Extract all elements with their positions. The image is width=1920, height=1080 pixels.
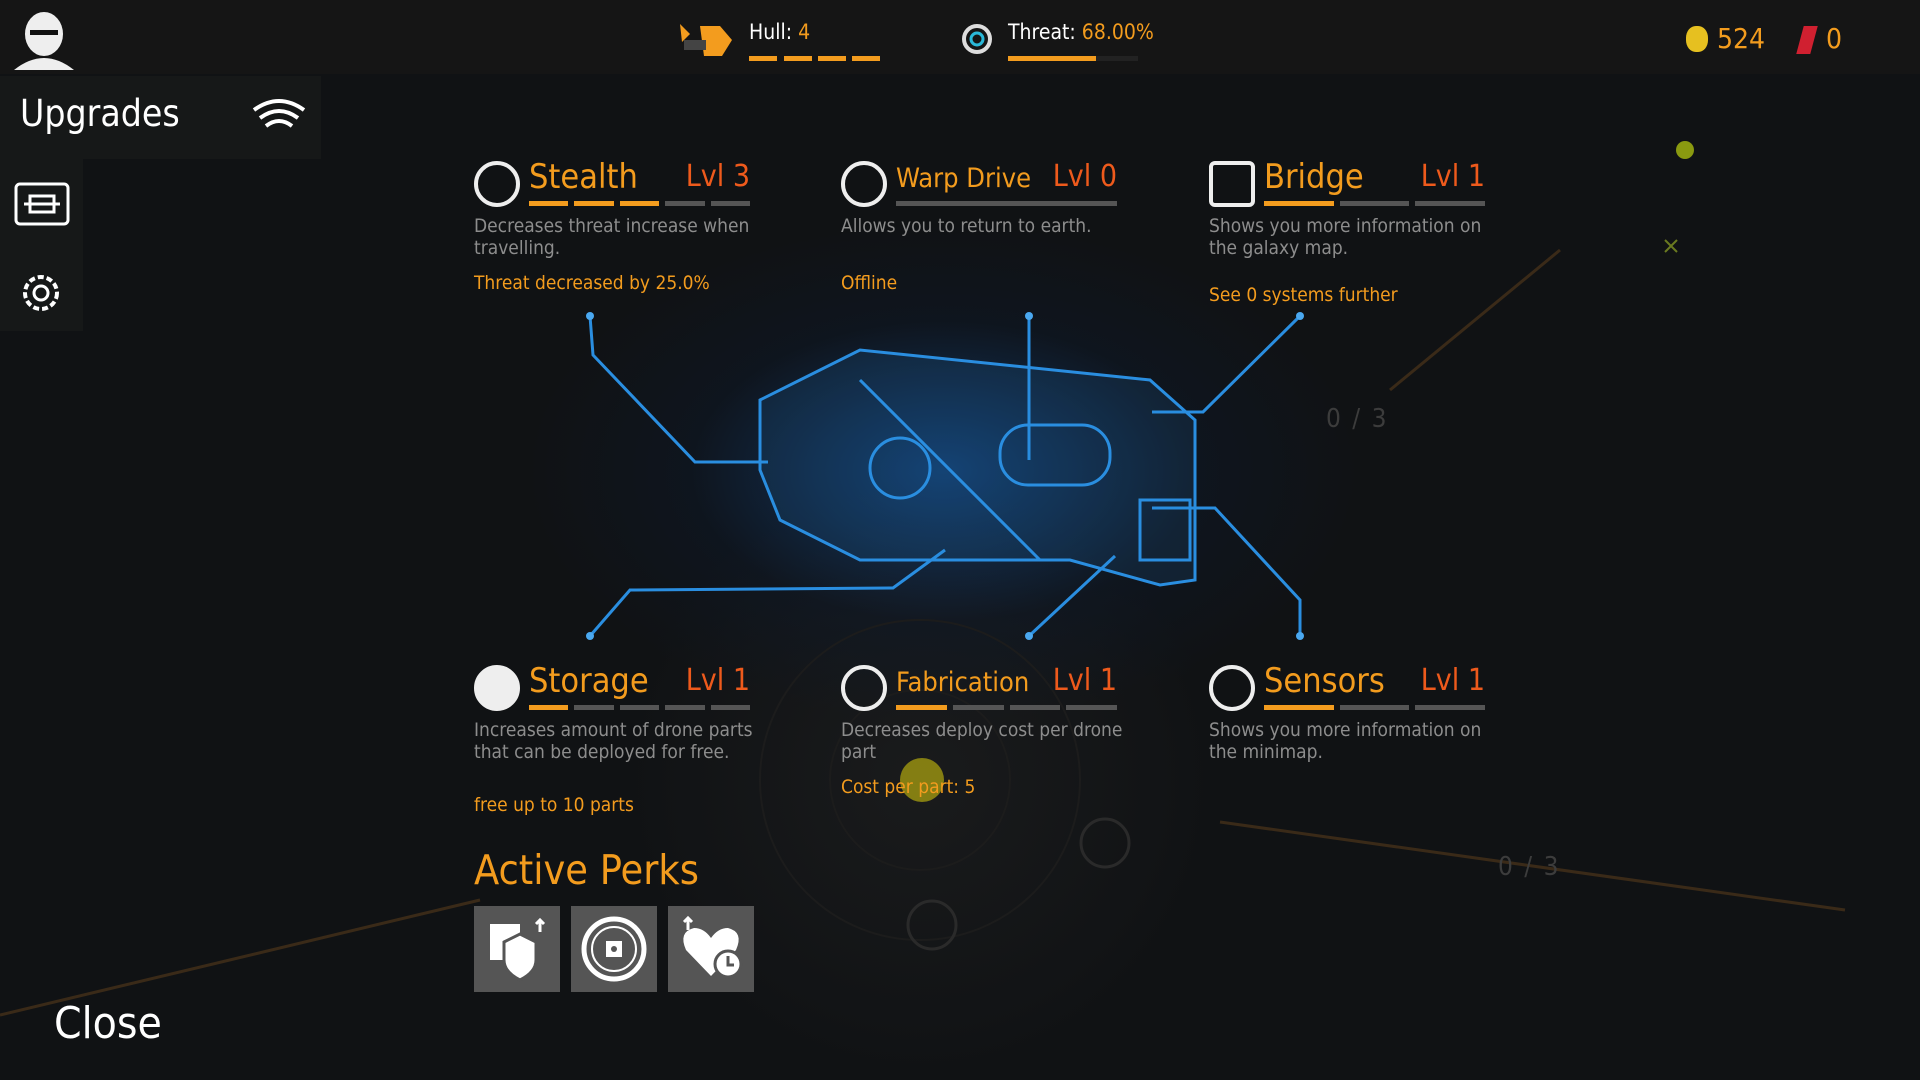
- level-pip: [896, 201, 1117, 206]
- gold-icon: [1686, 26, 1708, 52]
- upgrade-effect: Threat decreased by 25.0%: [474, 272, 710, 294]
- upgrade-description: Decreases deploy cost per drone part: [841, 719, 1123, 763]
- warp-drive-icon: [841, 161, 887, 207]
- heart-timer-icon: [682, 915, 743, 979]
- level-pip: [619, 705, 660, 710]
- map-route: [1389, 248, 1561, 392]
- level-pip: [665, 705, 705, 710]
- upgrade-name: Stealth: [529, 157, 638, 197]
- upgrade-level: Lvl 0: [1052, 159, 1117, 194]
- top-bar: [0, 0, 1920, 74]
- upgrade-description: Allows you to return to earth.: [841, 215, 1092, 237]
- upgrade-card-bridge[interactable]: Bridge Lvl 1 Shows you more information on…: [1209, 157, 1509, 329]
- perk-core[interactable]: [571, 906, 657, 992]
- upgrade-description: Shows you more information on the minima…: [1209, 719, 1482, 763]
- level-pip: [710, 201, 750, 206]
- upgrade-effect: See 0 systems further: [1209, 284, 1398, 306]
- close-button[interactable]: Close: [54, 998, 162, 1049]
- level-pip: [529, 705, 569, 710]
- active-perks-title: Active Perks: [474, 846, 699, 894]
- upgrade-level: Lvl 1: [1052, 663, 1117, 698]
- upgrades-header: [0, 76, 321, 159]
- level-pip: [710, 705, 750, 710]
- upgrade-name: Fabrication: [896, 667, 1030, 698]
- hull-label: Hull: 4: [749, 20, 811, 44]
- gear-icon[interactable]: [14, 266, 68, 320]
- map-star: [1676, 141, 1694, 159]
- upgrade-card-stealth[interactable]: Stealth Lvl 3 Decreases threat increase wh…: [474, 157, 774, 329]
- upgrade-effect: Cost per part: 5: [841, 776, 976, 798]
- level-pip: [1066, 705, 1117, 710]
- system-counter: 0 / 3: [1498, 852, 1561, 882]
- level-pip: [952, 705, 1004, 710]
- sensors-icon: [1209, 665, 1255, 711]
- upgrade-level: Lvl 1: [685, 663, 750, 698]
- upgrades-tab-icon[interactable]: [250, 96, 308, 136]
- perk-heart-timer[interactable]: [668, 906, 754, 992]
- map-route: [0, 898, 481, 1017]
- upgrade-card-fabrication[interactable]: Fabrication Lvl 1 Decreases deploy cost pe…: [841, 663, 1141, 833]
- level-pip: [1264, 201, 1334, 206]
- upgrade-effect: Offline: [841, 272, 898, 294]
- level-pip: [574, 201, 614, 206]
- map-route: [1219, 820, 1846, 912]
- system-counter: 0 / 3: [1326, 404, 1389, 434]
- threat-bar-fill: [1008, 56, 1097, 61]
- level-pip: [1339, 705, 1410, 710]
- level-pip: [1415, 201, 1485, 206]
- fabrication-icon: [841, 665, 887, 711]
- upgrade-name: Storage: [529, 661, 649, 701]
- crystal-count: 0: [1826, 22, 1843, 55]
- level-pip: [574, 705, 614, 710]
- shield-upgrade-icon: [490, 917, 546, 982]
- upgrade-name: Warp Drive: [896, 163, 1032, 194]
- level-pip: [896, 705, 947, 710]
- storage-icon: [474, 665, 520, 711]
- map-star: [900, 758, 944, 802]
- level-pip: [1415, 705, 1485, 710]
- threat-icon: [962, 24, 992, 54]
- level-pip: [1339, 201, 1410, 206]
- ship-blueprint: [588, 314, 1302, 638]
- upgrade-level: Lvl 1: [1420, 663, 1485, 698]
- level-pip: [619, 201, 660, 206]
- upgrade-level: Lvl 1: [1420, 159, 1485, 194]
- level-pip: [1264, 705, 1334, 710]
- upgrade-name: Bridge: [1264, 157, 1364, 197]
- threat-label: Threat: 68.00%: [1008, 20, 1154, 44]
- perk-shield-upgrade[interactable]: [474, 906, 560, 992]
- upgrade-description: Decreases threat increase when travellin…: [474, 215, 750, 259]
- upgrade-effect: free up to 10 parts: [474, 794, 634, 816]
- upgrade-card-sensors[interactable]: Sensors Lvl 1 Shows you more information o…: [1209, 661, 1509, 833]
- upgrade-card-storage[interactable]: Storage Lvl 1 Increases amount of drone pa…: [474, 661, 774, 833]
- hull-icon: [680, 24, 732, 56]
- captain-avatar[interactable]: [10, 8, 78, 70]
- upgrade-level: Lvl 3: [685, 159, 750, 194]
- level-pip: [1009, 705, 1061, 710]
- upgrades-title: Upgrades: [20, 92, 180, 135]
- map-marker-icon: [1664, 239, 1678, 253]
- ship-icon[interactable]: [14, 182, 70, 226]
- upgrade-description: Shows you more information on the galaxy…: [1209, 215, 1482, 259]
- level-pip: [665, 201, 705, 206]
- threat-bar: [1008, 56, 1138, 61]
- upgrade-description: Increases amount of drone parts that can…: [474, 719, 753, 763]
- core-icon: [581, 916, 647, 982]
- gold-count: 524: [1717, 22, 1766, 55]
- stealth-icon: [474, 161, 520, 207]
- level-pip: [529, 201, 569, 206]
- bridge-icon: [1209, 161, 1255, 207]
- map-system[interactable]: [906, 899, 958, 951]
- upgrade-card-warp-drive[interactable]: Warp Drive Lvl 0 Allows you to return to e…: [841, 159, 1141, 329]
- upgrade-name: Sensors: [1264, 661, 1385, 701]
- map-system[interactable]: [1079, 817, 1131, 869]
